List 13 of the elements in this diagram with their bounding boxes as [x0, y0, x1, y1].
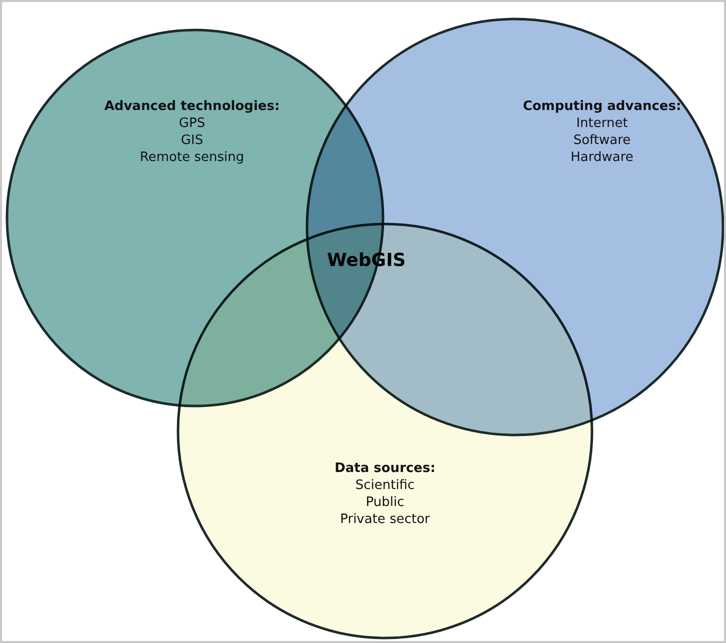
venn-circle [176, 222, 594, 640]
item-text: Private sector [339, 511, 431, 528]
item-text: Scientific [354, 477, 416, 494]
item-text: Public [364, 494, 406, 511]
item-text: Remote sensing [138, 149, 246, 166]
item-text: Hardware [570, 149, 634, 166]
item-text: GIS [180, 132, 204, 149]
item-text: Software [572, 132, 632, 149]
item-text: GPS [178, 115, 206, 132]
category-heading: Advanced technologies: [103, 98, 281, 115]
category-heading: Computing advances: [522, 98, 682, 115]
item-text: Internet [575, 115, 629, 132]
category-heading: Data sources: [334, 460, 436, 477]
